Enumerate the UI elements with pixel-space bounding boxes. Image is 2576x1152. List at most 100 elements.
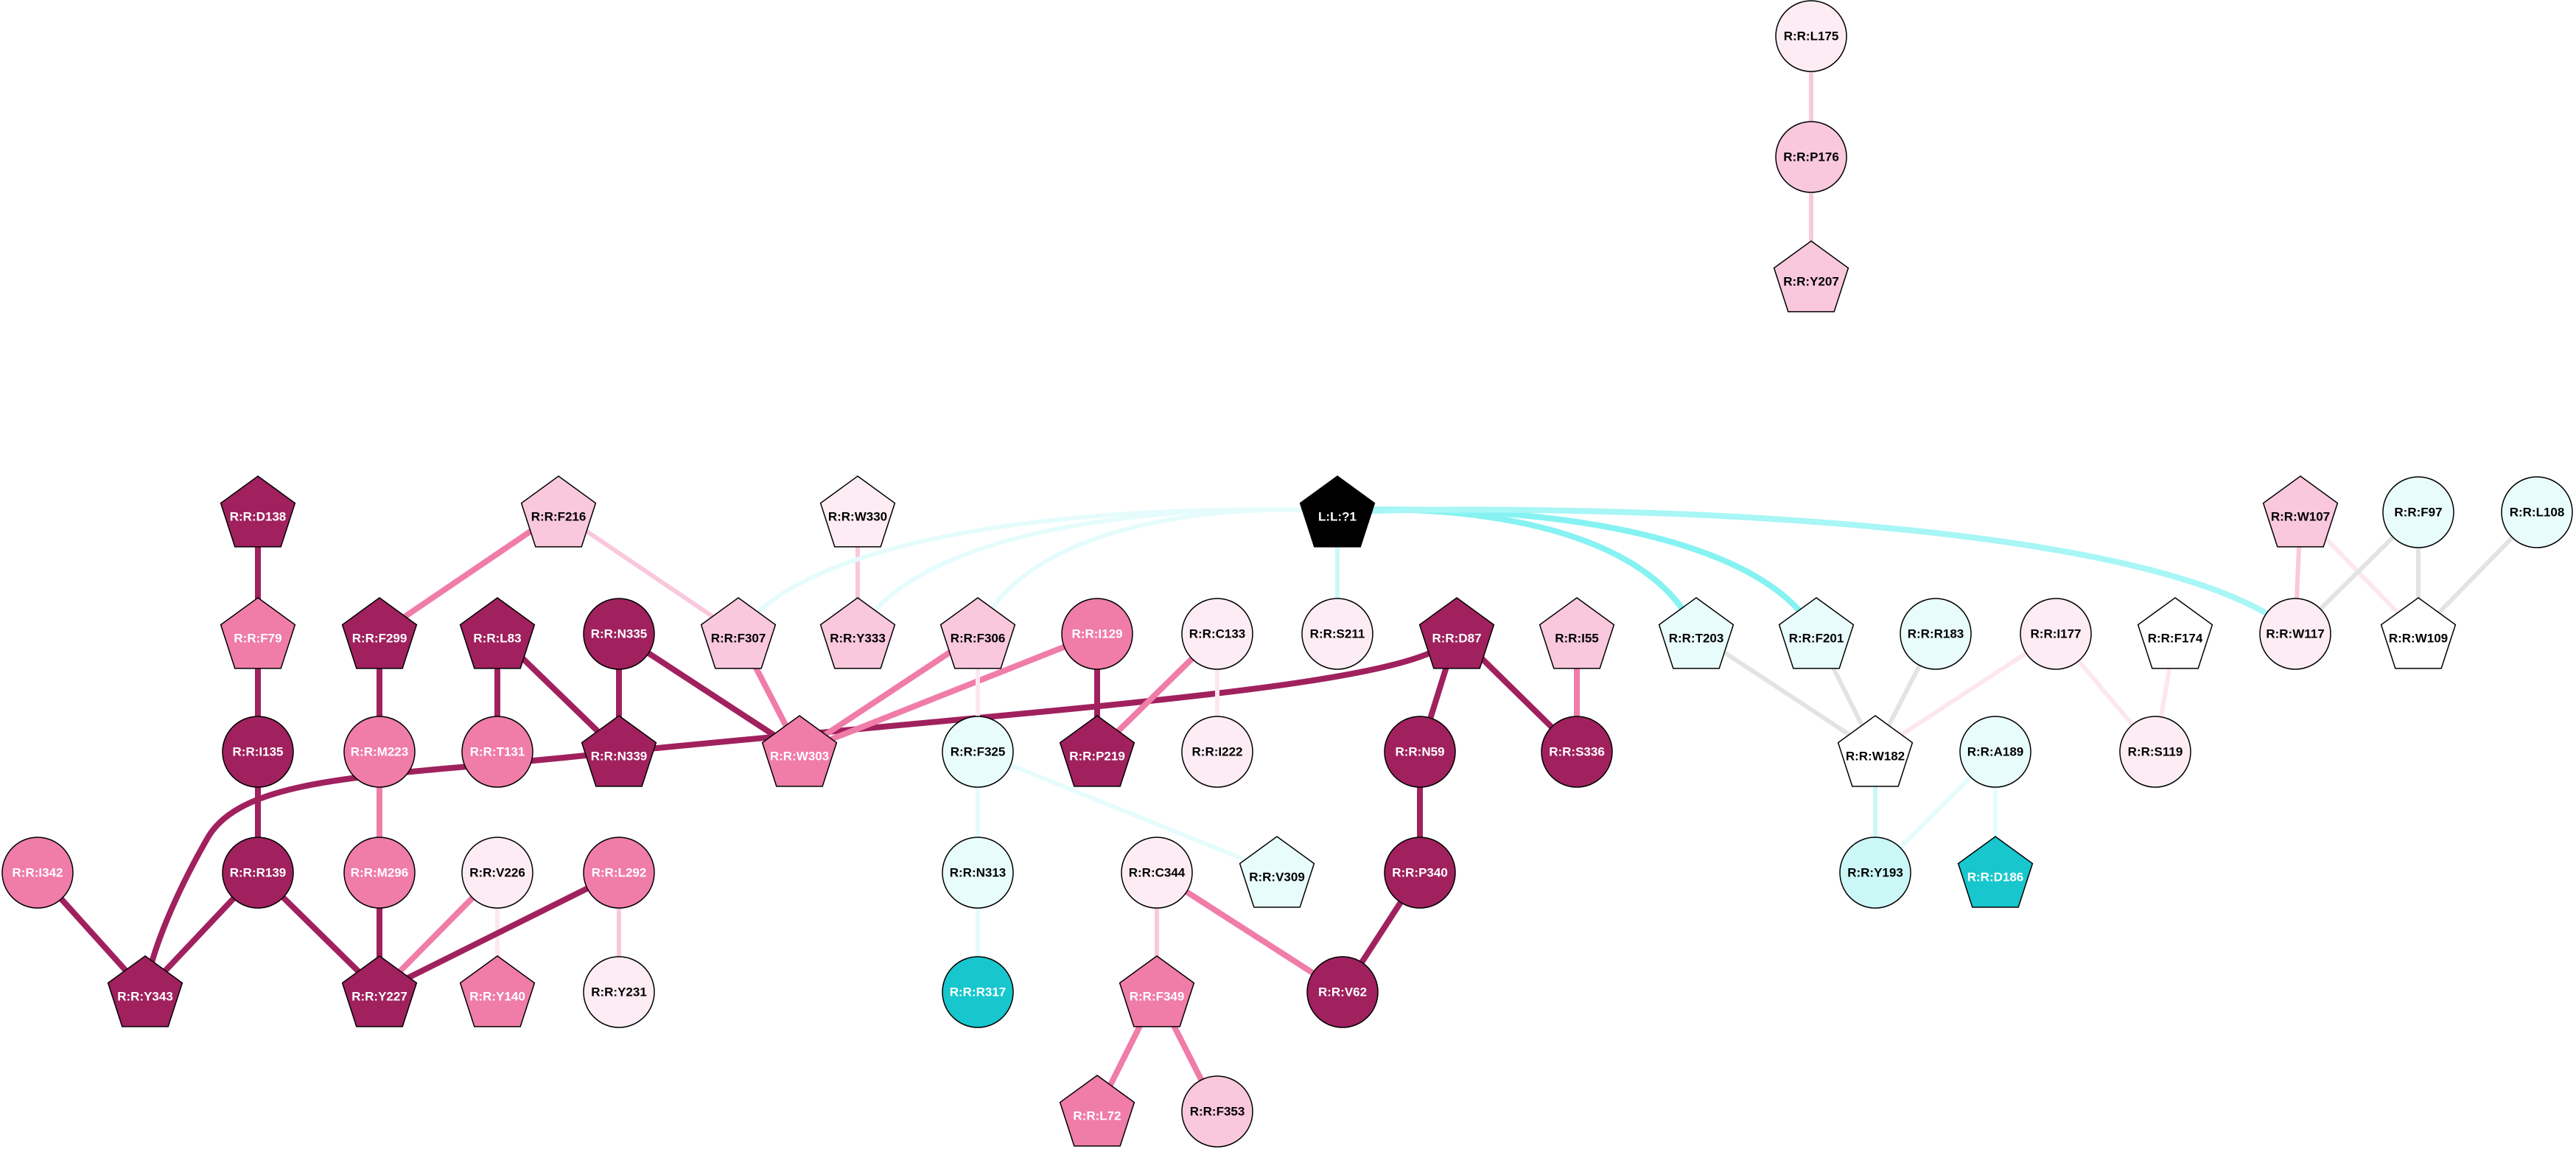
edge-i177-w182	[1873, 632, 2058, 754]
node-s211[interactable]: R:R:S211	[1301, 598, 1373, 670]
node-pentagon-shape	[341, 597, 418, 669]
node-label: R:R:W107	[2271, 510, 2330, 524]
node-l72[interactable]: R:R:L72	[1059, 1075, 1135, 1147]
node-pentagon-shape	[1539, 597, 1615, 669]
node-label: R:R:V226	[469, 866, 525, 880]
node-p176[interactable]: R:R:P176	[1775, 121, 1847, 193]
node-y231[interactable]: R:R:Y231	[583, 956, 655, 1028]
node-f307[interactable]: R:R:F307	[700, 597, 777, 669]
node-l292[interactable]: R:R:L292	[583, 837, 655, 909]
node-y140[interactable]: R:R:Y140	[459, 955, 536, 1027]
node-d87[interactable]: R:R:D87	[1418, 597, 1495, 669]
node-t131[interactable]: R:R:T131	[461, 716, 533, 788]
node-w117[interactable]: R:R:W117	[2259, 598, 2331, 670]
node-y193[interactable]: R:R:Y193	[1839, 837, 1911, 909]
node-l175[interactable]: R:R:L175	[1775, 0, 1847, 72]
node-n335[interactable]: R:R:N335	[583, 598, 655, 670]
node-a189[interactable]: R:R:A189	[1959, 716, 2031, 788]
node-m223[interactable]: R:R:M223	[343, 716, 416, 788]
node-f349[interactable]: R:R:F349	[1119, 955, 1195, 1027]
node-pentagon-shape	[107, 955, 183, 1027]
node-w109[interactable]: R:R:W109	[2380, 597, 2457, 669]
node-y207[interactable]: R:R:Y207	[1773, 240, 1849, 313]
node-i342[interactable]: R:R:I342	[1, 837, 74, 909]
node-t203[interactable]: R:R:T203	[1658, 597, 1735, 669]
node-label: R:R:R139	[230, 866, 287, 880]
node-d186[interactable]: R:R:D186	[1957, 836, 2034, 908]
node-f325[interactable]: R:R:F325	[942, 716, 1014, 788]
node-s119[interactable]: R:R:S119	[2119, 716, 2191, 788]
node-pentagon-shape	[1059, 715, 1135, 787]
node-c133[interactable]: R:R:C133	[1181, 598, 1253, 670]
node-label: R:R:L83	[473, 632, 521, 646]
node-circle-shape	[1839, 837, 1911, 909]
node-i135[interactable]: R:R:I135	[222, 716, 294, 788]
edge-l1-t203	[1334, 506, 1699, 637]
node-pentagon-shape	[1773, 240, 1849, 313]
node-label: R:R:D186	[1967, 870, 2024, 884]
node-circle-shape	[942, 837, 1014, 909]
node-label: R:R:N59	[1395, 745, 1444, 759]
node-y343[interactable]: R:R:Y343	[107, 955, 183, 1027]
node-v226[interactable]: R:R:V226	[461, 837, 533, 909]
node-n313[interactable]: R:R:N313	[942, 837, 1014, 909]
node-label: R:R:N339	[591, 750, 648, 764]
node-i129[interactable]: R:R:I129	[1061, 598, 1133, 670]
node-y333[interactable]: R:R:Y333	[819, 597, 896, 669]
node-y227[interactable]: R:R:Y227	[341, 955, 418, 1027]
node-f97[interactable]: R:R:F97	[2382, 476, 2454, 548]
node-pentagon-shape	[1059, 1075, 1135, 1147]
node-circle-shape	[1384, 716, 1456, 788]
node-p219[interactable]: R:R:P219	[1059, 715, 1135, 787]
node-circle-shape	[583, 837, 655, 909]
node-label: R:R:F97	[2394, 506, 2442, 520]
edge-f216-f299	[377, 509, 561, 637]
node-w303[interactable]: R:R:W303	[761, 715, 838, 787]
node-label: R:R:W330	[828, 510, 887, 524]
node-label: R:R:F174	[2148, 632, 2203, 646]
node-f79[interactable]: R:R:F79	[220, 597, 296, 669]
node-d138[interactable]: R:R:D138	[220, 475, 296, 548]
node-f216[interactable]: R:R:F216	[520, 475, 597, 548]
node-l1[interactable]: L:L:?1	[1299, 475, 1376, 548]
node-label: R:R:I135	[233, 745, 284, 759]
node-circle-shape	[1121, 837, 1193, 909]
edge-l292-y227	[377, 870, 622, 995]
node-s336[interactable]: R:R:S336	[1541, 716, 1613, 788]
node-label: R:R:R183	[1908, 627, 1964, 641]
node-f174[interactable]: R:R:F174	[2137, 597, 2213, 669]
node-v309[interactable]: R:R:V309	[1239, 836, 1315, 908]
node-r317[interactable]: R:R:R317	[942, 956, 1014, 1028]
node-v62[interactable]: R:R:V62	[1306, 956, 1379, 1028]
node-i177[interactable]: R:R:I177	[2020, 598, 2092, 670]
node-f353[interactable]: R:R:F353	[1181, 1075, 1253, 1148]
node-c344[interactable]: R:R:C344	[1121, 837, 1193, 909]
node-p340[interactable]: R:R:P340	[1384, 837, 1456, 909]
node-circle-shape	[942, 716, 1014, 788]
node-label: R:R:Y140	[469, 990, 525, 1004]
node-w107[interactable]: R:R:W107	[2262, 475, 2339, 548]
node-label: R:R:P340	[1392, 866, 1448, 880]
node-n59[interactable]: R:R:N59	[1384, 716, 1456, 788]
edge-f325-v309	[976, 750, 1279, 875]
node-f201[interactable]: R:R:F201	[1778, 597, 1855, 669]
node-l108[interactable]: R:R:L108	[2501, 476, 2573, 548]
node-i55[interactable]: R:R:I55	[1539, 597, 1615, 669]
node-label: R:R:Y231	[591, 985, 647, 999]
node-r139[interactable]: R:R:R139	[222, 837, 294, 909]
node-r183[interactable]: R:R:R183	[1900, 598, 1972, 670]
edge-n335-w303	[616, 631, 802, 755]
node-i222[interactable]: R:R:I222	[1181, 716, 1253, 788]
node-l83[interactable]: R:R:L83	[459, 597, 536, 669]
node-label: R:R:R317	[950, 985, 1007, 999]
node-f306[interactable]: R:R:F306	[939, 597, 1016, 669]
node-w182[interactable]: R:R:W182	[1837, 715, 1914, 787]
node-w330[interactable]: R:R:W330	[819, 475, 896, 548]
node-circle-shape	[2119, 716, 2191, 788]
node-n339[interactable]: R:R:N339	[581, 715, 657, 787]
node-f299[interactable]: R:R:F299	[341, 597, 418, 669]
node-pentagon-shape	[939, 597, 1016, 669]
node-pentagon-shape	[220, 475, 296, 548]
node-m296[interactable]: R:R:M296	[343, 837, 416, 909]
